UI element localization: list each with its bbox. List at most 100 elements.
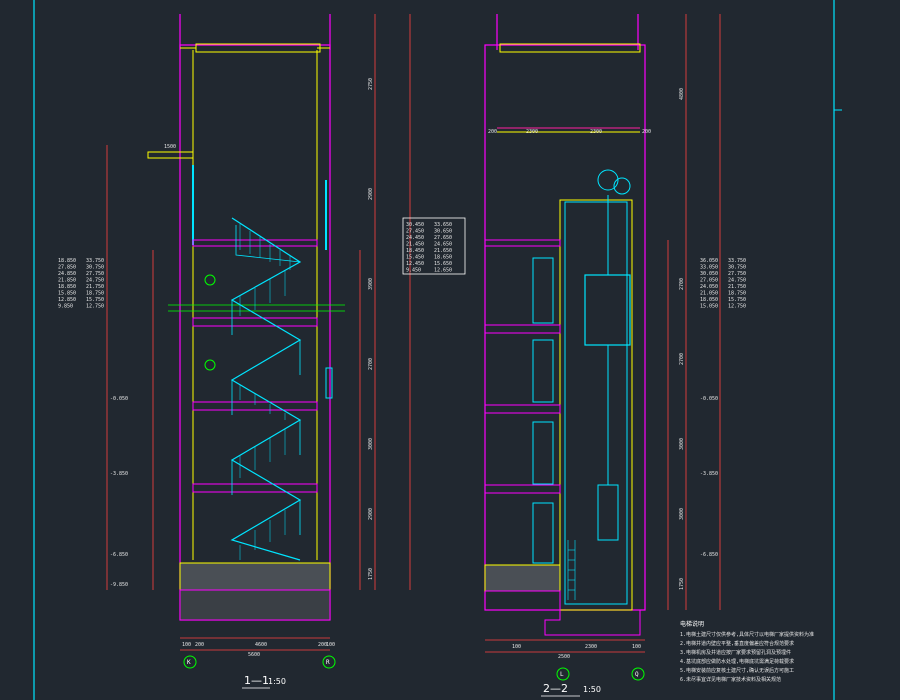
level-value: 27.650 <box>434 235 452 241</box>
side-dim: 4800 <box>679 88 685 100</box>
level-value: 9.850 <box>58 304 73 310</box>
note-line: 1.电梯土建尺寸仅供参考,具体尺寸以电梯厂家提供资料为准 <box>680 631 814 638</box>
level-value: 27.750 <box>86 271 104 277</box>
level-value: 33.750 <box>728 258 746 264</box>
section-2-scale: 1:50 <box>583 685 601 694</box>
level-value: 12.750 <box>728 304 746 310</box>
side-dim: 2900 <box>368 188 374 200</box>
level-value: 27.750 <box>728 271 746 277</box>
bottom-dim-label: 4600 <box>255 642 267 648</box>
level-value: 24.750 <box>86 278 104 284</box>
notes-lines: 1.电梯土建尺寸仅供参考,具体尺寸以电梯厂家提供资料为准 2.电梯井道内壁应平整,… <box>680 631 814 683</box>
level-value: 24.850 <box>58 271 76 277</box>
level-value: 9.450 <box>406 268 421 274</box>
level-value: 21.050 <box>700 291 718 297</box>
side-dim: 3900 <box>368 278 374 290</box>
section-2-drawing <box>484 14 721 653</box>
level-value: 18.650 <box>434 255 452 261</box>
level-value: 21.450 <box>406 242 424 248</box>
section-1-scale: 1:50 <box>268 677 286 686</box>
level-value: 12.850 <box>58 297 76 303</box>
side-dim: 2700 <box>679 353 685 365</box>
section-1-title: 1—1 <box>244 674 269 687</box>
bottom-dim-label: 100 <box>632 644 641 650</box>
side-dim: 3000 <box>368 438 374 450</box>
bottom-dim-label: 100 <box>512 644 521 650</box>
level-value: 27.450 <box>406 229 424 235</box>
section-1-top-dim: 1500 <box>164 144 176 150</box>
axis-bubble-r <box>322 655 336 669</box>
top-dim-label: 200 <box>488 129 497 135</box>
section-2-level-table: 36.050 33.750 33.050 30.750 30.050 27.750 27.0… <box>700 258 746 310</box>
level-value: 15.750 <box>728 297 746 303</box>
note-line: 2.电梯井道内壁应平整,垂直度偏差应符合规范要求 <box>680 640 794 647</box>
note-line: 3.电梯机房及井道应按厂家要求预留孔洞及预埋件 <box>680 649 791 656</box>
side-dim: 2750 <box>368 78 374 90</box>
level-value: 21.750 <box>86 284 104 290</box>
level-value: 15.750 <box>86 297 104 303</box>
level-value: 33.750 <box>86 258 104 264</box>
side-dim: 2700 <box>368 358 374 370</box>
level-value: 24.050 <box>700 284 718 290</box>
section-2-title: 2—2 <box>543 682 568 695</box>
floor-mark: -0.050 <box>110 396 128 402</box>
section-1-bottom-total: 5600 <box>248 652 260 658</box>
floor-mark: -9.850 <box>110 582 128 588</box>
level-value: 18.750 <box>86 291 104 297</box>
floor-mark: -0.050 <box>700 396 718 402</box>
side-dim: 2700 <box>679 278 685 290</box>
axis-label-k: K <box>187 659 191 666</box>
axis-bubble-q <box>631 667 645 681</box>
level-value: 27.850 <box>58 265 76 271</box>
level-value: 18.050 <box>700 297 718 303</box>
level-value: 33.650 <box>434 222 452 228</box>
section-2-floor-marks: -0.050-3.850-6.850 <box>700 396 718 558</box>
level-value: 30.750 <box>86 265 104 271</box>
side-dim: 3000 <box>679 508 685 520</box>
level-value: 36.050 <box>700 258 718 264</box>
axis-label-q: Q <box>635 671 639 678</box>
side-dim: 1750 <box>679 578 685 590</box>
level-value: 30.450 <box>406 222 424 228</box>
section-2-side-dims: 4800 2700 2700 3000 3000 1750 <box>679 88 685 590</box>
notes-heading: 电梯说明 <box>680 620 704 628</box>
top-dim-label: 2300 <box>526 129 538 135</box>
level-value: 30.050 <box>700 271 718 277</box>
level-value: 27.050 <box>700 278 718 284</box>
axis-label-l: L <box>560 671 564 678</box>
section-1-side-dims: 2750 2900 3900 2700 3000 2900 1750 <box>368 78 374 580</box>
level-value: 18.850 <box>58 284 76 290</box>
level-value: 12.750 <box>86 304 104 310</box>
level-value: 18.450 <box>406 248 424 254</box>
bottom-dim-label: 200 <box>318 642 327 648</box>
bottom-dim-label: 100 <box>182 642 191 648</box>
level-value: 24.650 <box>434 242 452 248</box>
floor-mark: -3.850 <box>110 471 128 477</box>
level-value: 30.750 <box>728 265 746 271</box>
top-dim-label: 2300 <box>590 129 602 135</box>
section-1-level-table: 18.850 33.750 27.850 30.750 24.850 27.750 21.8… <box>58 258 104 310</box>
bottom-dim-label: 2300 <box>585 644 597 650</box>
side-dim: 1750 <box>368 568 374 580</box>
side-dim: 2900 <box>368 508 374 520</box>
floor-mark: -6.850 <box>110 552 128 558</box>
level-value: 18.750 <box>728 291 746 297</box>
note-line: 6.未尽事宜详见电梯厂家技术资料及相关规范 <box>680 676 781 683</box>
level-value: 18.850 <box>58 258 76 264</box>
level-value: 21.850 <box>58 278 76 284</box>
bottom-dim-label: 100 <box>326 642 335 648</box>
side-dim: 3000 <box>679 438 685 450</box>
floor-mark: -6.850 <box>700 552 718 558</box>
level-value: 33.050 <box>700 265 718 271</box>
level-value: 12.650 <box>434 268 452 274</box>
note-line: 4.基坑底部应做防水处理,电梯底坑需满足荷载要求 <box>680 658 794 665</box>
level-value: 15.050 <box>700 304 718 310</box>
level-value: 21.650 <box>434 248 452 254</box>
section-2-bottom-total: 2500 <box>558 654 570 660</box>
section-2-bottom-dims: 100 2300 100 <box>512 644 641 650</box>
note-line: 5.电梯安装前应复核土建尺寸,确认无误后方可施工 <box>680 667 794 674</box>
section-1-drawing <box>106 14 411 651</box>
